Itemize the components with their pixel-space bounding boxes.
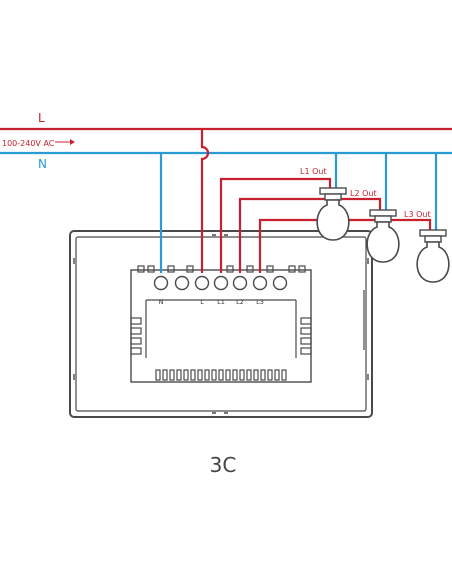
block-vent (183, 369, 189, 381)
block-tooth (246, 265, 254, 273)
block-vent (169, 369, 175, 381)
block-side-tab (300, 317, 312, 325)
light-bulb-2 (366, 209, 400, 263)
block-vent (190, 369, 196, 381)
block-vent (246, 369, 252, 381)
block-side-tab (300, 347, 312, 355)
terminal-screw (194, 275, 210, 291)
terminal-block (130, 265, 312, 383)
l2-out-label: L2 Out (350, 189, 377, 198)
block-side-tab (130, 337, 142, 345)
l2-output-wire (238, 197, 382, 273)
block-vent (176, 369, 182, 381)
terminal-screw (232, 275, 248, 291)
block-tooth (288, 265, 296, 273)
block-vent (274, 369, 280, 381)
terminal-n-label: N (159, 298, 164, 306)
block-tooth (298, 265, 306, 273)
live-drop-switch (200, 129, 210, 273)
light-bulb-1 (316, 187, 350, 241)
block-vent (253, 369, 259, 381)
block-vent (204, 369, 210, 381)
block-vent (218, 369, 224, 381)
block-vent (197, 369, 203, 381)
block-inner-frame (145, 299, 297, 358)
live-line-label: L (38, 111, 45, 125)
block-side-tab (130, 327, 142, 335)
bulbs (316, 187, 450, 283)
block-vent (162, 369, 168, 381)
block-vent (260, 369, 266, 381)
block-vent (239, 369, 245, 381)
terminal-screw (213, 275, 229, 291)
block-tooth (186, 265, 194, 273)
terminal-screw (252, 275, 268, 291)
terminal-l1-label: L1 (217, 298, 225, 306)
neutral-wiring (0, 151, 452, 273)
caption: 3C (210, 453, 237, 477)
block-vent (211, 369, 217, 381)
block-vent (281, 369, 287, 381)
l1-output-wire (219, 177, 332, 273)
block-side-tab (130, 317, 142, 325)
block-tooth (137, 265, 145, 273)
live-wiring (0, 127, 452, 273)
block-tooth (167, 265, 175, 273)
block-vent (155, 369, 161, 381)
neutral-line-label: N (38, 157, 47, 171)
light-bulb-3 (416, 229, 450, 283)
block-tooth (147, 265, 155, 273)
l3-out-label: L3 Out (404, 210, 431, 219)
block-side-tab (300, 327, 312, 335)
block-vent (225, 369, 231, 381)
terminal-l3-label: L3 (256, 298, 264, 306)
block-tooth (226, 265, 234, 273)
terminal-l-label: L (200, 298, 204, 306)
terminal-l2-label: L2 (236, 298, 244, 306)
block-side-tab (130, 347, 142, 355)
block-vent (232, 369, 238, 381)
block-side-tab (300, 337, 312, 345)
block-vent (267, 369, 273, 381)
terminal-screw (272, 275, 288, 291)
terminal-screw (153, 275, 169, 291)
block-tooth (266, 265, 274, 273)
l1-out-label: L1 Out (300, 167, 327, 176)
terminal-screw (174, 275, 190, 291)
voltage-label: 100-240V AC (2, 139, 55, 148)
